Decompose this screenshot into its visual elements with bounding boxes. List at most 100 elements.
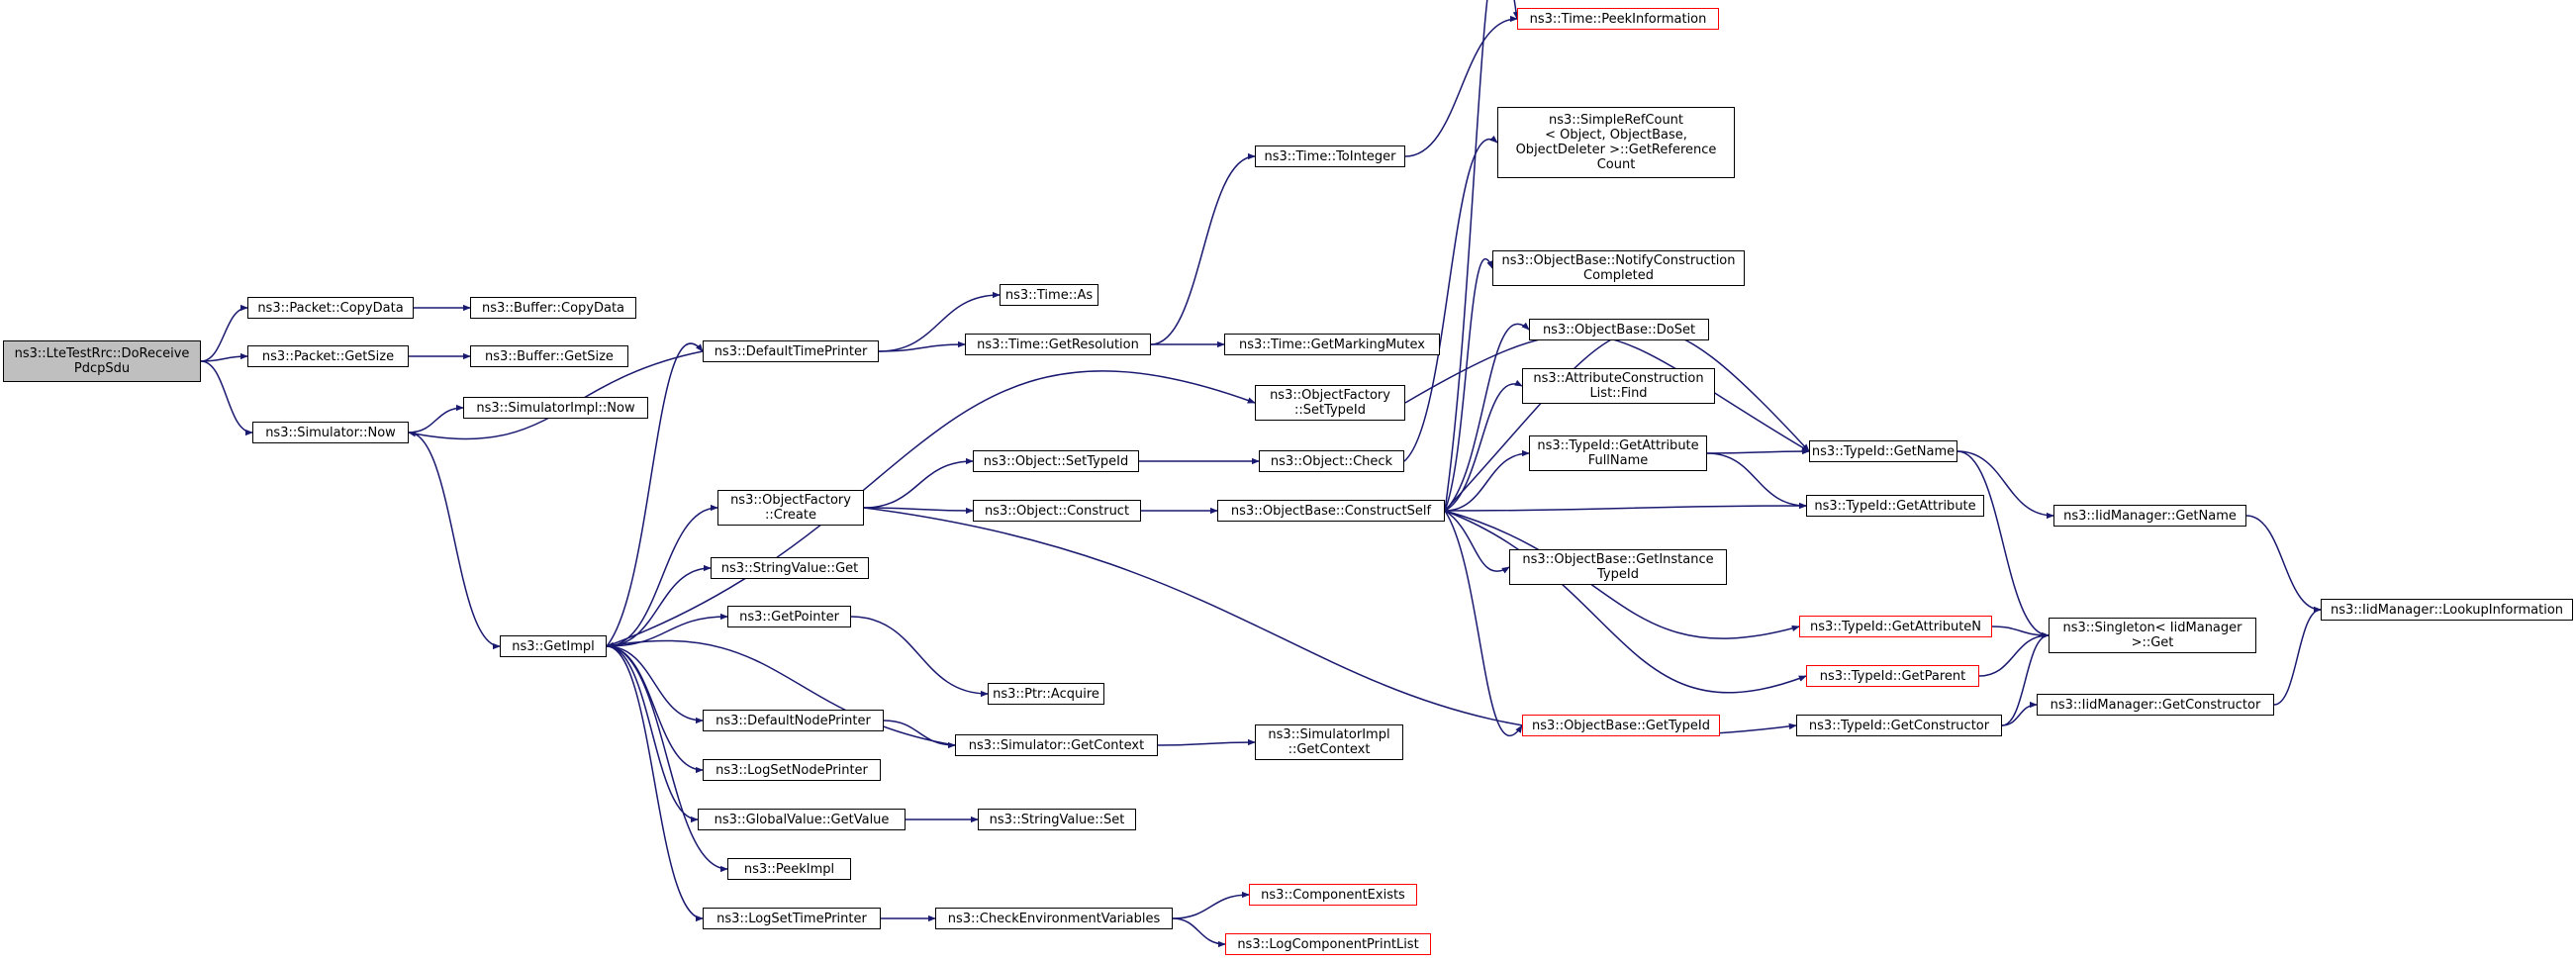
node-time-get-marking-mutex[interactable]: ns3::Time::GetMarkingMutex (1224, 334, 1440, 355)
call-edge-getimpl-to-stringvalue_get (606, 564, 712, 647)
node-label: ns3::GlobalValue::GetValue (714, 812, 890, 827)
call-edge-getimpl-to-peekimpl (606, 645, 728, 873)
node-default-node-printer[interactable]: ns3::DefaultNodePrinter (703, 710, 884, 731)
node-label: ns3::Packet::GetSize (261, 348, 395, 364)
node-singleton-iid-manager-get[interactable]: ns3::Singleton< IidManager >::Get (2049, 618, 2256, 653)
call-edge-tid_getconstructor-to-singleton_get (2001, 631, 2050, 726)
node-global-value-get-value[interactable]: ns3::GlobalValue::GetValue (698, 809, 906, 830)
node-log-set-node-printer[interactable]: ns3::LogSetNodePrinter (703, 759, 881, 781)
node-time-to-integer[interactable]: ns3::Time::ToInteger (1255, 145, 1405, 167)
node-label: ns3::Packet::CopyData (257, 300, 404, 316)
node-label: ns3::Object::Check (1270, 453, 1393, 469)
call-edge-getimpl-to-of_settypeid (606, 370, 1256, 647)
node-lte-test-rrc-do-receive-pdcp-sdu: ns3::LteTestRrc::DoReceive PdcpSdu (3, 340, 201, 382)
node-label: ns3::Time::As (1004, 287, 1094, 303)
node-simulator-get-context[interactable]: ns3::Simulator::GetContext (955, 734, 1158, 756)
node-log-component-print-list[interactable]: ns3::LogComponentPrintList (1225, 933, 1431, 955)
node-label: ns3::AttributeConstruction List::Find (1533, 371, 1704, 401)
node-object-base-get-type-id[interactable]: ns3::ObjectBase::GetTypeId (1522, 715, 1720, 736)
call-edge-getpointer-to-ptr_acquire (850, 616, 989, 698)
node-type-id-get-parent[interactable]: ns3::TypeId::GetParent (1806, 665, 1979, 687)
node-time-as[interactable]: ns3::Time::As (1000, 284, 1098, 306)
node-label: ns3::ObjectFactory ::Create (730, 493, 851, 523)
call-edge-tid_getname-to-iid_getname (1956, 450, 2054, 520)
node-label: ns3::ObjectBase::DoSet (1542, 322, 1696, 337)
call-edge-getimpl-to-defaultnodeprinter (606, 645, 704, 724)
call-edge-of_create-to-obj_settypeid (863, 457, 974, 509)
node-label: ns3::LogSetNodePrinter (716, 762, 868, 778)
node-label: ns3::Simulator::Now (265, 425, 396, 440)
node-label: ns3::Singleton< IidManager >::Get (2062, 621, 2242, 650)
node-object-set-type-id[interactable]: ns3::Object::SetTypeId (973, 450, 1139, 472)
node-component-exists[interactable]: ns3::ComponentExists (1249, 884, 1417, 906)
node-object-factory-set-type-id[interactable]: ns3::ObjectFactory ::SetTypeId (1255, 385, 1405, 421)
node-attribute-construction-list-find[interactable]: ns3::AttributeConstruction List::Find (1522, 368, 1715, 404)
node-label: ns3::IidManager::GetConstructor (2050, 697, 2261, 713)
node-label: ns3::LogComponentPrintList (1237, 936, 1419, 952)
node-simple-ref-count-get-reference-count[interactable]: ns3::SimpleRefCount < Object, ObjectBase… (1497, 107, 1735, 178)
call-edge-time_getres-to-time_tointeger (1150, 152, 1256, 345)
node-label: ns3::Time::ToInteger (1264, 148, 1396, 164)
node-get-impl[interactable]: ns3::GetImpl (500, 635, 607, 657)
node-label: ns3::GetPointer (739, 609, 839, 625)
node-type-id-get-attribute[interactable]: ns3::TypeId::GetAttribute (1806, 495, 1984, 517)
node-time-peek-information[interactable]: ns3::Time::PeekInformation (1517, 8, 1719, 30)
call-edge-sim_now-to-simimpl_now (408, 404, 464, 433)
node-buffer-get-size[interactable]: ns3::Buffer::GetSize (470, 345, 628, 367)
node-label: ns3::ObjectBase::ConstructSelf (1230, 503, 1432, 519)
node-peek-impl[interactable]: ns3::PeekImpl (727, 858, 851, 880)
node-object-base-do-set[interactable]: ns3::ObjectBase::DoSet (1529, 319, 1709, 340)
node-label: ns3::Buffer::CopyData (481, 300, 625, 316)
node-label: ns3::ObjectBase::GetInstance TypeId (1522, 552, 1714, 582)
node-ptr-acquire[interactable]: ns3::Ptr::Acquire (988, 683, 1104, 705)
node-object-construct[interactable]: ns3::Object::Construct (973, 500, 1141, 522)
node-label: ns3::SimpleRefCount < Object, ObjectBase… (1515, 113, 1717, 172)
node-label: ns3::Simulator::GetContext (968, 737, 1145, 753)
node-type-id-get-name[interactable]: ns3::TypeId::GetName (1809, 440, 1957, 462)
node-buffer-copy-data[interactable]: ns3::Buffer::CopyData (470, 297, 636, 319)
node-label: ns3::TypeId::GetName (1811, 443, 1956, 459)
node-label: ns3::ObjectBase::GetTypeId (1532, 718, 1710, 733)
node-iid-manager-lookup-information[interactable]: ns3::IidManager::LookupInformation (2321, 599, 2573, 621)
node-object-check[interactable]: ns3::Object::Check (1259, 450, 1404, 472)
call-edge-iid_getname-to-iid_lookup (2245, 515, 2322, 614)
call-edge-getimpl-to-defaulttimeprinter (606, 342, 704, 647)
node-get-pointer[interactable]: ns3::GetPointer (727, 606, 851, 627)
node-time-get-resolution[interactable]: ns3::Time::GetResolution (965, 334, 1151, 355)
node-label: ns3::DefaultTimePrinter (714, 343, 868, 359)
node-simulator-impl-now[interactable]: ns3::SimulatorImpl::Now (463, 397, 648, 419)
node-check-environment-variables[interactable]: ns3::CheckEnvironmentVariables (935, 908, 1173, 929)
call-edges (200, 0, 2322, 948)
call-edge-ob_constructself-to-tid_getattrfullname (1444, 449, 1530, 512)
node-label: ns3::StringValue::Set (989, 812, 1125, 827)
node-type-id-get-attribute-full-name[interactable]: ns3::TypeId::GetAttribute FullName (1529, 435, 1707, 471)
node-simulator-impl-get-context[interactable]: ns3::SimulatorImpl ::GetContext (1255, 724, 1403, 760)
node-string-value-get[interactable]: ns3::StringValue::Get (711, 557, 869, 579)
node-type-id-get-attribute-n[interactable]: ns3::TypeId::GetAttributeN (1799, 616, 1992, 637)
node-object-factory-create[interactable]: ns3::ObjectFactory ::Create (717, 490, 864, 526)
call-edge-sim_now-to-getimpl (408, 432, 501, 650)
node-default-time-printer[interactable]: ns3::DefaultTimePrinter (703, 340, 879, 362)
node-packet-copy-data[interactable]: ns3::Packet::CopyData (247, 297, 414, 319)
node-string-value-set[interactable]: ns3::StringValue::Set (978, 809, 1136, 830)
node-label: ns3::SimulatorImpl::Now (476, 400, 635, 416)
node-label: ns3::DefaultNodePrinter (716, 713, 871, 728)
node-log-set-time-printer[interactable]: ns3::LogSetTimePrinter (703, 908, 881, 929)
call-edge-ob_constructself-to-ob_doset (1444, 322, 1530, 512)
call-edge-ob_constructself-to-ob_getinstancetypeid (1444, 510, 1510, 574)
call-edge-defaulttimeprinter-to-time_as (878, 291, 1001, 352)
node-object-base-construct-self[interactable]: ns3::ObjectBase::ConstructSelf (1217, 500, 1445, 522)
node-label: ns3::IidManager::GetName (2063, 508, 2237, 524)
node-simulator-now[interactable]: ns3::Simulator::Now (252, 422, 409, 443)
node-iid-manager-get-constructor[interactable]: ns3::IidManager::GetConstructor (2037, 694, 2274, 716)
node-object-base-get-instance-type-id[interactable]: ns3::ObjectBase::GetInstance TypeId (1509, 549, 1727, 585)
call-edge-obj_check-to-simplerefcount (1403, 135, 1498, 462)
node-packet-get-size[interactable]: ns3::Packet::GetSize (247, 345, 409, 367)
node-iid-manager-get-name[interactable]: ns3::IidManager::GetName (2053, 505, 2246, 527)
node-label: ns3::CheckEnvironmentVariables (947, 911, 1161, 926)
node-object-base-notify-construction-completed[interactable]: ns3::ObjectBase::NotifyConstruction Comp… (1492, 250, 1745, 286)
node-label: ns3::GetImpl (512, 638, 595, 654)
node-label: ns3::Ptr::Acquire (993, 686, 1099, 702)
node-type-id-get-constructor[interactable]: ns3::TypeId::GetConstructor (1796, 715, 2002, 736)
call-edge-ob_constructself-to-tid_getname (1444, 329, 1810, 512)
